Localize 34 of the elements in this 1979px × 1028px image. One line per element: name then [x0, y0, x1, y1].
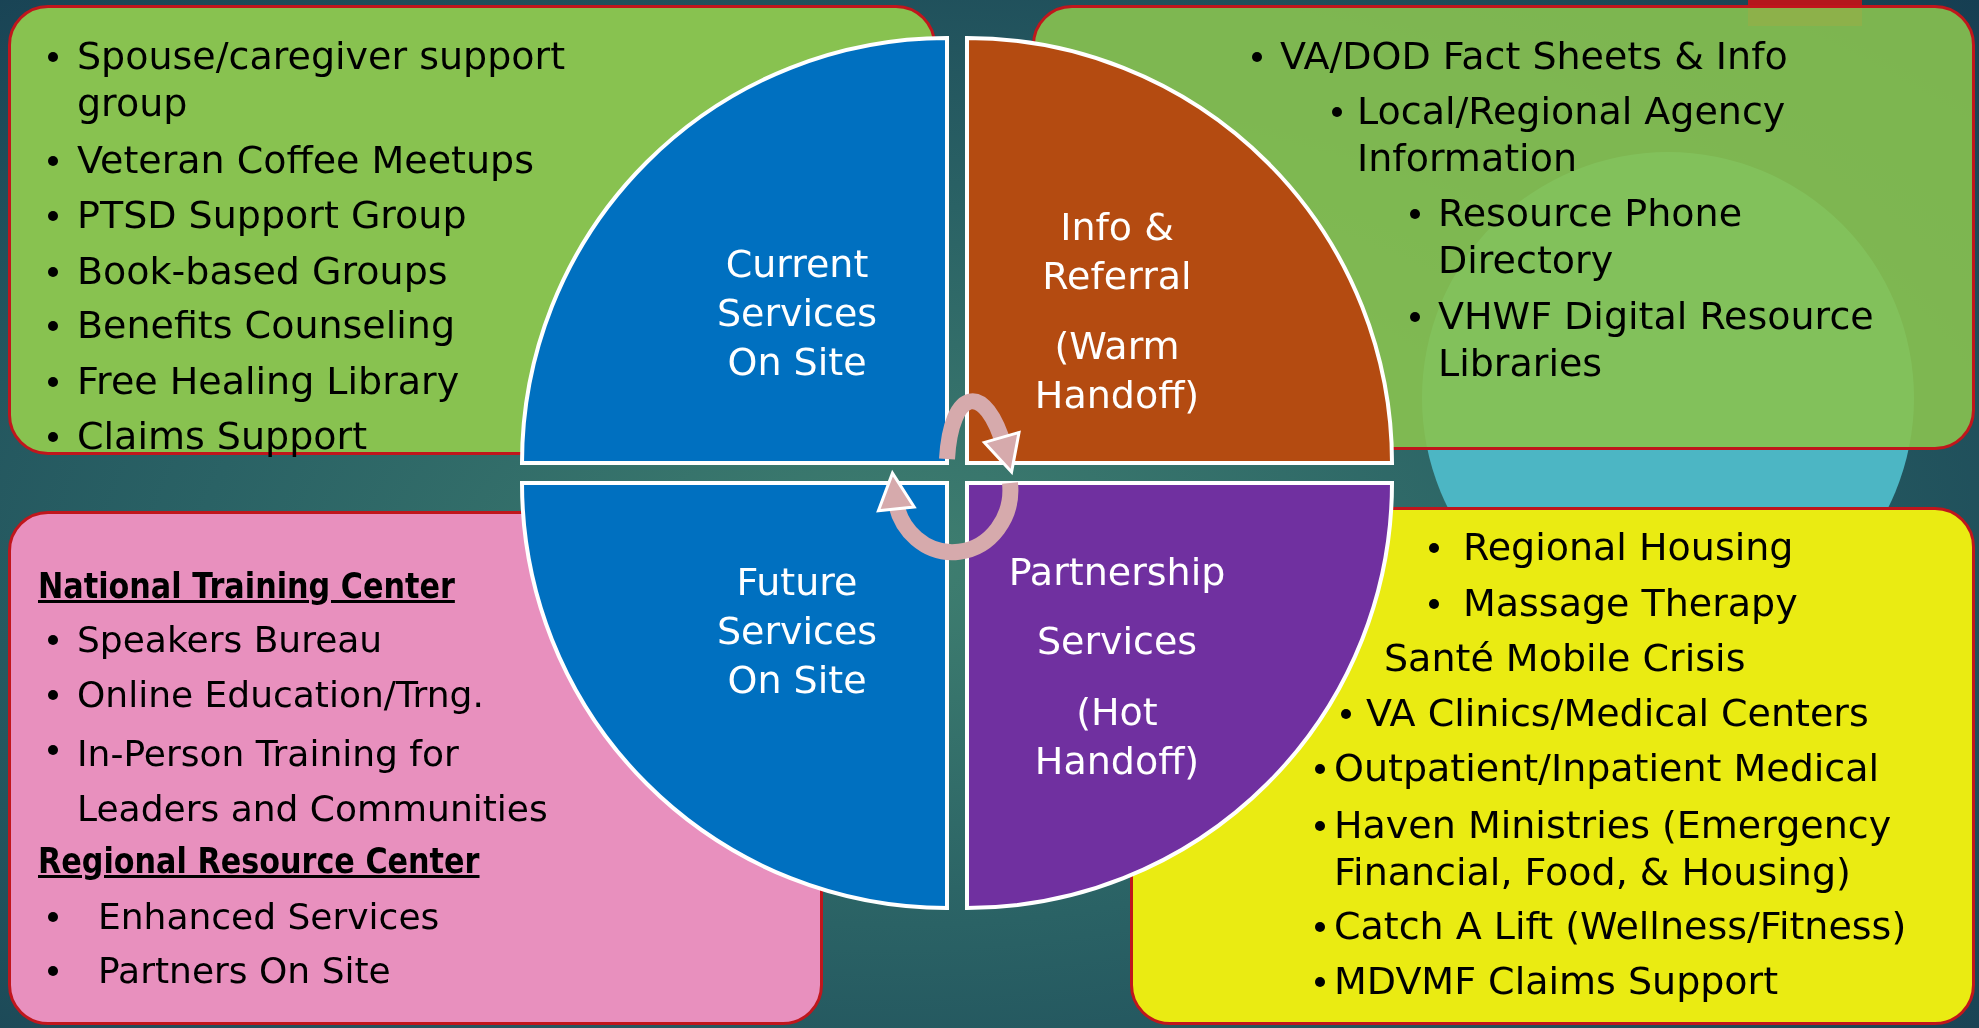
list-item: Catch A Lift (Wellness/Fitness) — [1334, 903, 1907, 950]
curved-arrow — [877, 471, 1019, 561]
curved-arrow — [939, 393, 1020, 474]
list-item: MDVMF Claims Support — [1334, 958, 1779, 1005]
segment-label: Future Services On Site — [715, 558, 879, 704]
list-item: Haven Ministries (Emergency Financial, Food, & Housing) — [1334, 802, 1893, 896]
list-item: Spouse/caregiver support group — [77, 33, 567, 127]
list-item: Speakers Bureau — [77, 618, 383, 662]
list-item: VA Clinics/Medical Centers — [1366, 690, 1869, 737]
list-item: Resource Phone Directory — [1438, 190, 1744, 284]
list-item: VA/DOD Fact Sheets & Info — [1280, 33, 1788, 80]
list-item: Enhanced Services — [98, 895, 440, 939]
list-item: Veteran Coffee Meetups — [77, 137, 535, 184]
section-heading: National Training Center — [38, 564, 455, 608]
list-item: Free Healing Library — [77, 358, 460, 405]
segment-label: (Warm Handoff) — [1033, 323, 1201, 419]
list-item: Online Education/Trng. — [77, 673, 484, 717]
list-item: Regional Housing — [1463, 524, 1794, 571]
list-item: PTSD Support Group — [77, 192, 467, 239]
segment-label: Info & Referral — [1041, 204, 1193, 300]
segment-label: Current Services On Site — [715, 240, 879, 386]
segment-label: (Hot Handoff) — [1033, 689, 1201, 785]
list-item: Local/Regional Agency Information — [1357, 88, 1787, 182]
list-item: In-Person Training for Leaders and Communities — [77, 732, 549, 831]
list-item: VHWF Digital Resource Libraries — [1438, 293, 1875, 387]
section-heading: Regional Resource Center — [38, 839, 480, 883]
list-item: Book-based Groups — [77, 248, 448, 295]
list-item: Massage Therapy — [1463, 580, 1798, 627]
list-item: Benefits Counseling — [77, 302, 456, 349]
list-item: Santé Mobile Crisis — [1384, 635, 1746, 682]
segment-label: Partnership Services — [1007, 549, 1227, 665]
list-item: Claims Support — [77, 413, 368, 460]
list-item: Partners On Site — [98, 949, 391, 993]
list-item: Outpatient/Inpatient Medical — [1334, 745, 1880, 792]
